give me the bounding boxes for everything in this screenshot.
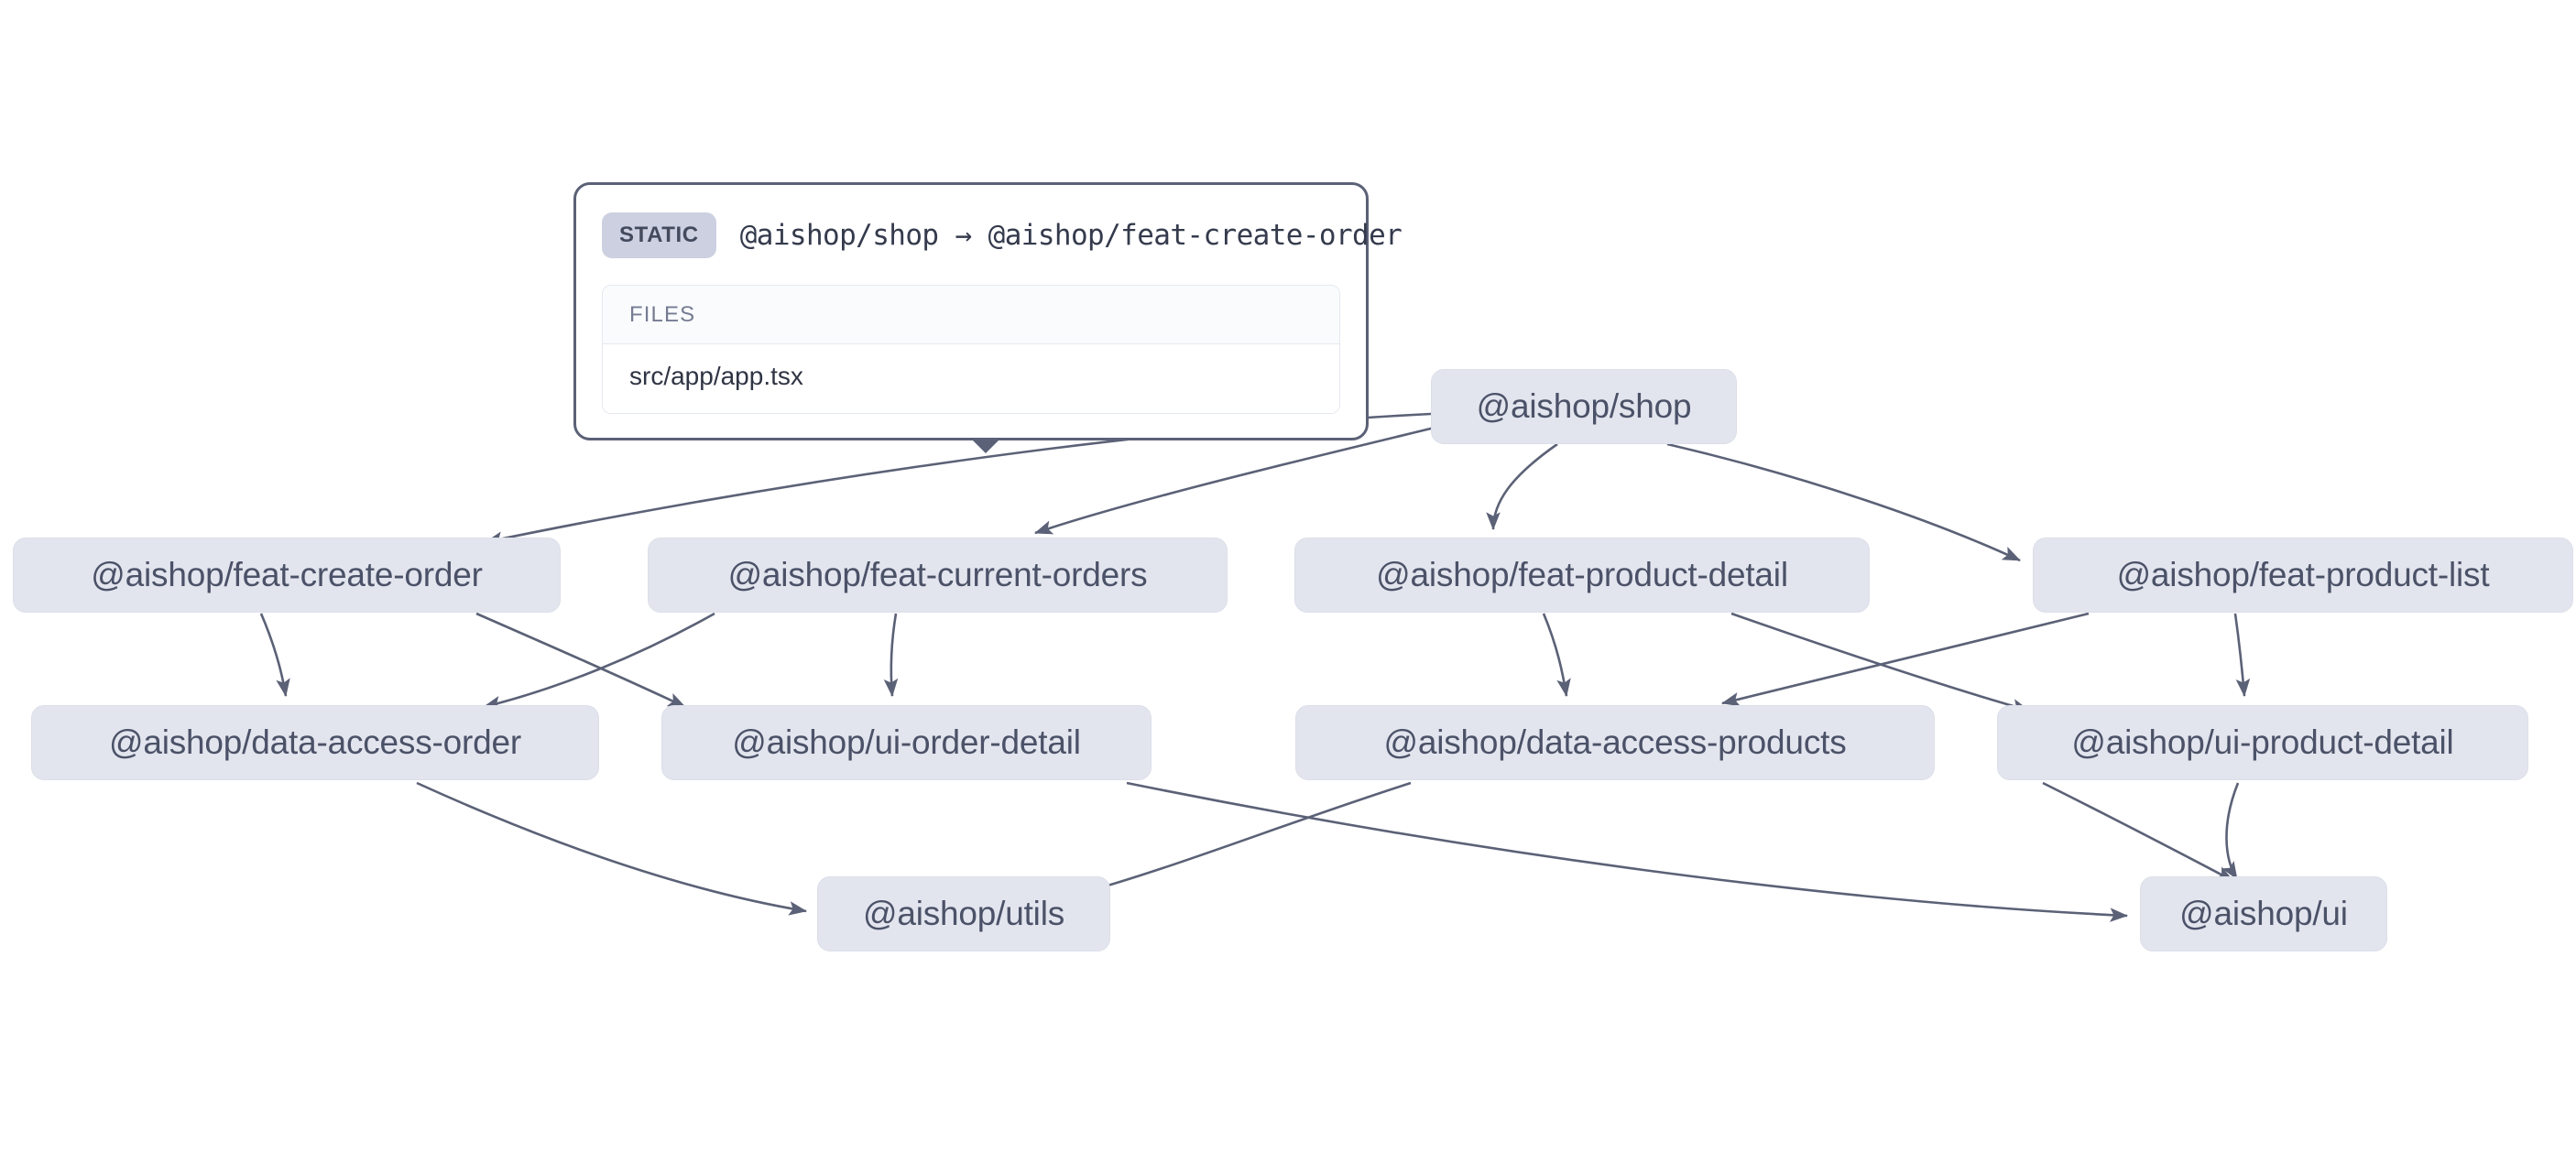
node-utils[interactable]: @aishop/utils (817, 876, 1110, 951)
edge-feat-current-orders-to-ui-order-detail (883, 613, 899, 698)
edge-feat-product-list-to-ui-product-detail (2233, 613, 2251, 698)
node-label: @aishop/feat-product-detail (1376, 556, 1788, 593)
edge-shop-to-feat-current-orders (1034, 425, 1439, 535)
files-header: FILES (603, 286, 1339, 344)
node-label: @aishop/feat-product-list (2116, 556, 2490, 593)
node-label: @aishop/ui-product-detail (2071, 723, 2454, 761)
node-label: @aishop/ui (2179, 895, 2348, 932)
node-label: @aishop/data-access-order (108, 723, 522, 761)
edge-feat-product-list-to-data-access-products (1720, 612, 2090, 707)
node-feat-product-list[interactable]: @aishop/feat-product-list (2033, 538, 2573, 613)
node-feat-current-orders[interactable]: @aishop/feat-current-orders (648, 538, 1228, 613)
node-feat-product-detail[interactable]: @aishop/feat-product-detail (1294, 538, 1870, 613)
edge-ui-product-detail-to-ui-b (2221, 782, 2240, 880)
tooltip-pointer-icon (970, 438, 1001, 453)
edge-feat-create-order-to-data-access-order (259, 613, 290, 698)
edge-ui-order-detail-to-ui (1126, 781, 2129, 922)
node-ui-product-detail[interactable]: @aishop/ui-product-detail (1997, 705, 2528, 780)
edge-shop-to-feat-product-detail (1486, 442, 1558, 531)
node-label: @aishop/feat-current-orders (727, 556, 1148, 593)
node-label: @aishop/shop (1476, 387, 1692, 425)
files-panel: FILES src/app/app.tsx (602, 285, 1340, 414)
node-label: @aishop/utils (862, 895, 1065, 932)
node-ui[interactable]: @aishop/ui (2140, 876, 2387, 951)
node-ui-order-detail[interactable]: @aishop/ui-order-detail (661, 705, 1152, 780)
status-badge: STATIC (602, 212, 716, 258)
edge-feat-create-order-to-ui-order-detail (475, 612, 686, 709)
node-shop[interactable]: @aishop/shop (1431, 369, 1737, 444)
node-feat-create-order[interactable]: @aishop/feat-create-order (13, 538, 561, 613)
edge-detail-tooltip[interactable]: STATIC @aishop/shop → @aishop/feat-creat… (573, 182, 1403, 453)
edge-feat-product-detail-to-ui-product-detail (1730, 612, 2031, 713)
node-label: @aishop/data-access-products (1383, 723, 1847, 761)
tooltip-header: STATIC @aishop/shop → @aishop/feat-creat… (602, 207, 1403, 262)
tooltip-title: @aishop/shop → @aishop/feat-create-order (739, 219, 1403, 252)
edge-feat-product-detail-to-data-access-products (1542, 613, 1571, 698)
edge-ui-product-detail-to-ui-a (2042, 781, 2234, 883)
node-label: @aishop/ui-order-detail (732, 723, 1081, 761)
node-data-access-products[interactable]: @aishop/data-access-products (1295, 705, 1935, 780)
node-data-access-order[interactable]: @aishop/data-access-order (31, 705, 599, 780)
edge-data-access-products-to-utils (1075, 781, 1412, 897)
node-label: @aishop/feat-create-order (91, 556, 483, 593)
edge-feat-current-orders-to-data-access-order (482, 612, 715, 711)
edge-data-access-order-to-utils (416, 781, 808, 916)
file-list-item[interactable]: src/app/app.tsx (603, 344, 1339, 413)
